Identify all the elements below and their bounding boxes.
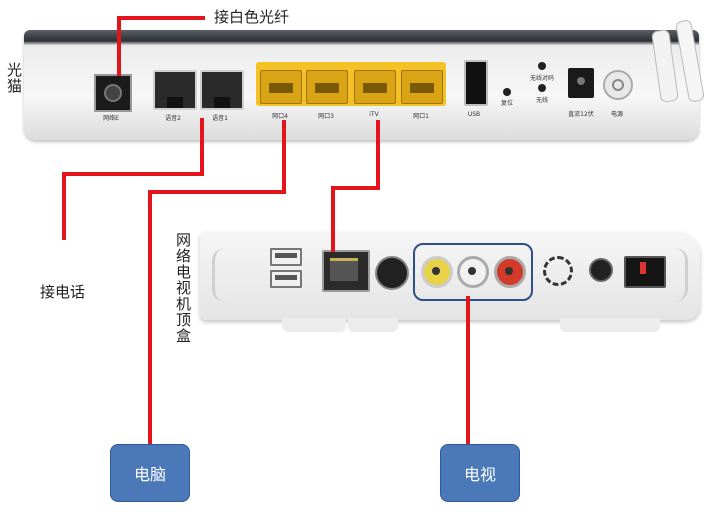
itv-connection-line xyxy=(331,186,380,190)
stb-ir-window xyxy=(543,256,573,286)
phone-connection-line xyxy=(200,118,204,174)
tv-box: 电视 xyxy=(440,444,520,502)
stb-power-switch-rocker xyxy=(640,262,646,274)
stb-label: 网络电视机顶盒 xyxy=(174,232,192,344)
stb-dc-jack[interactable] xyxy=(589,258,613,282)
itv-connection-line xyxy=(331,186,335,252)
voice2-port[interactable] xyxy=(153,70,197,110)
itv-connection-line xyxy=(376,120,380,190)
lan3-port-label: 网口3 xyxy=(318,113,334,120)
fiber-port[interactable] xyxy=(94,74,132,112)
wps-button[interactable] xyxy=(538,62,546,70)
stb-ethernet-port[interactable] xyxy=(322,250,370,292)
itv-port-label: iTV xyxy=(369,111,379,118)
itv-port[interactable] xyxy=(354,70,396,104)
phone-label: 接电话 xyxy=(40,283,86,301)
lan3-port[interactable] xyxy=(306,70,348,104)
voice2-port-label: 语音2 xyxy=(165,115,181,122)
fiber-connection-line xyxy=(117,16,205,20)
fiber-label: 接白色光纤 xyxy=(214,8,290,26)
reset-button[interactable] xyxy=(503,88,511,96)
usb-port[interactable] xyxy=(464,60,488,106)
phone-connection-line xyxy=(62,172,66,240)
stb-foot xyxy=(282,318,346,332)
dc-power-jack-label: 直流12伏 xyxy=(568,111,594,118)
svideo-port[interactable] xyxy=(375,256,409,290)
voice1-port[interactable] xyxy=(200,70,244,110)
computer-connection-line xyxy=(148,190,152,444)
power-button-label: 电源 xyxy=(610,111,623,118)
voice1-port-label: 语音1 xyxy=(212,115,228,122)
dc-power-jack[interactable] xyxy=(568,68,594,98)
computer-box: 电脑 xyxy=(110,444,190,502)
rca-audio-right-port[interactable] xyxy=(494,256,526,288)
usb-port-label: USB xyxy=(467,111,481,118)
rca-audio-left-port[interactable] xyxy=(457,256,489,288)
computer-connection-line xyxy=(282,120,286,192)
lan1-port[interactable] xyxy=(401,70,443,104)
lan4-port-label: 网口4 xyxy=(272,113,288,120)
fiber-connection-line xyxy=(117,16,121,76)
stb-foot xyxy=(348,318,398,332)
computer-connection-line xyxy=(148,190,286,194)
reset-button-label: 复位 xyxy=(500,100,513,107)
lan1-port-label: 网口1 xyxy=(413,113,429,120)
av-output-group xyxy=(413,243,533,301)
wps-button-label: 无线对码 xyxy=(529,75,554,82)
wlan-button[interactable] xyxy=(538,84,546,92)
fiber-port-label: 网络E xyxy=(103,115,119,122)
lan4-port[interactable] xyxy=(260,70,302,104)
power-button[interactable] xyxy=(603,70,633,100)
tv-connection-line xyxy=(466,296,470,444)
stb-foot xyxy=(560,318,660,332)
stb-vent xyxy=(675,248,688,302)
stb-usb-port[interactable] xyxy=(270,270,302,288)
phone-connection-line xyxy=(62,172,204,176)
modem-label: 光猫 xyxy=(5,62,23,94)
stb-ethernet-port-inner xyxy=(330,258,358,281)
rca-video-port[interactable] xyxy=(421,256,453,288)
wlan-button-label: 无线 xyxy=(535,97,548,104)
stb-vent xyxy=(212,248,225,302)
stb-usb-port[interactable] xyxy=(270,248,302,266)
